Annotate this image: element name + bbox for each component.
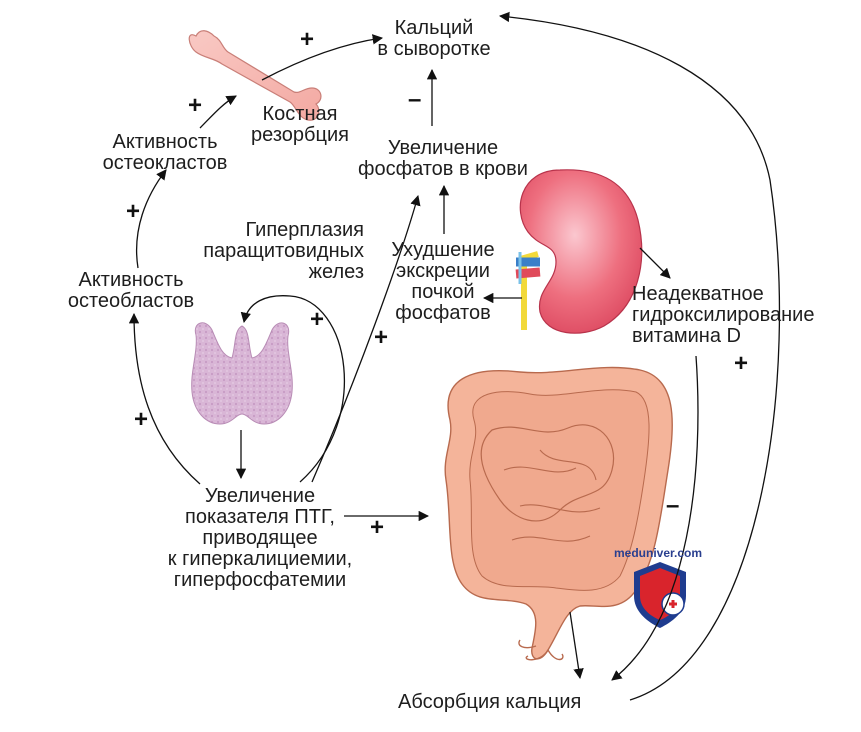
arrow-bone-to-calcium — [261, 34, 384, 81]
arrow-osteoclast-to-resorption — [199, 95, 237, 129]
arrow-absorption-to-calcium — [498, 11, 781, 701]
sign-plus-bone-calcium: + — [300, 26, 315, 53]
arrow-pth-loop-to-gland — [240, 295, 345, 483]
label-pth-increase: Увеличение показателя ПТГ, приводящее к … — [167, 485, 353, 591]
label-bone-resorption: Костная резорбция — [251, 103, 349, 146]
label-calcium-serum: Кальций в сыворотке — [377, 17, 491, 60]
label-parathyroid-hyperplasia: Гиперплазия паращитовидных желез — [203, 219, 364, 283]
sign-minus-vitamin-d-absorption: – — [666, 492, 680, 519]
sign-plus-pth-osteoblast: + — [134, 406, 149, 433]
arrow-osteoblast-to-osteoclast — [135, 169, 167, 269]
watermark-text: meduniver.com — [614, 546, 703, 560]
sign-plus-osteoclast-resorption: + — [188, 92, 203, 119]
arrow-pth-to-phosphate — [311, 194, 421, 483]
arrow-kidney-to-vitamin-d — [639, 247, 671, 279]
sign-plus-osteoblast-osteoclast: + — [126, 198, 141, 225]
bone-illustration — [188, 30, 322, 121]
sign-plus-pth-intestine: + — [370, 514, 385, 541]
label-osteoclast-activity: Активность остеокластов — [102, 131, 228, 174]
arrows — [128, 11, 781, 701]
arrow-vitamin-d-to-absorption — [611, 355, 699, 681]
label-calcium-absorption: Абсорбция кальция — [398, 691, 582, 713]
label-vitamin-d: Неадекватное гидроксилирование витамина … — [632, 283, 815, 347]
arrow-pth-to-osteoblast — [128, 312, 201, 485]
parathyroid-gland-illustration — [191, 322, 293, 425]
label-phosphate-excretion: Ухудшение экскреции почкой фосфатов — [391, 239, 495, 324]
sign-minus-phosphate-calcium: – — [408, 86, 422, 113]
intestine-illustration — [444, 366, 673, 661]
label-osteoblast-activity: Активность остеобластов — [67, 269, 195, 312]
arrow-intestine-to-absorption — [569, 611, 584, 680]
sign-plus-gland-feedback: + — [310, 306, 325, 333]
label-phosphate-increase: Увеличение фосфатов в крови — [358, 137, 528, 180]
sign-plus-pth-phosphate: + — [374, 324, 389, 351]
kidney-illustration — [515, 169, 643, 334]
watermark-shield-icon — [634, 562, 686, 628]
sign-plus-absorption-calcium: + — [734, 350, 749, 377]
